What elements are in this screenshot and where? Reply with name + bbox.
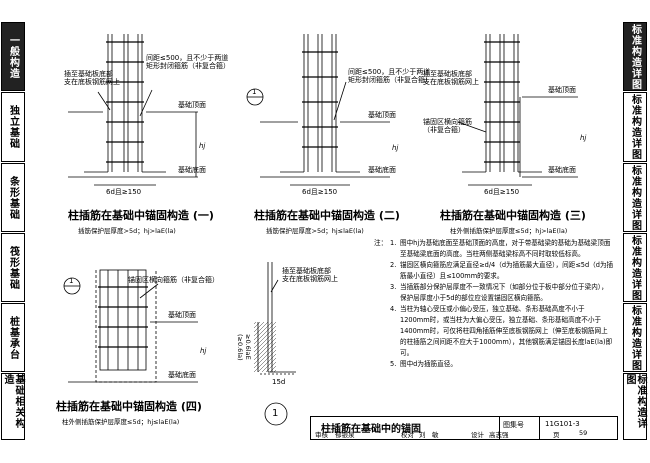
sheet-title: 柱插筋在基础中的锚固 [321,424,421,435]
tab-right-general[interactable]: 标准构造详图 [623,22,647,91]
d3-callout-stirrups: 锚固区横向箍筋 （非复合箍） [423,118,472,134]
tab-strip-foundation[interactable]: 条形基础 [1,163,25,232]
detail2-drawing [260,34,390,186]
d4-dim-a: ≥0.6laE [244,334,252,360]
note-no: 3. [390,283,397,291]
d3-top-label: 基础顶面 [548,86,576,94]
reviewer-name: 郁银泉 [335,431,355,439]
d2-dim: 6d且≥150 [302,188,338,196]
d3-callout-bottom: 插至基础板底部 支在底板钢筋网上 [423,70,479,86]
tab-isolated-foundation[interactable]: 独立基础 [1,92,25,162]
d4-top-label: 基础顶面 [168,311,196,319]
detail-linework [63,34,578,426]
page-number: 59 [579,429,588,437]
tab-pile-cap[interactable]: 桩基承台 [1,303,25,372]
d1-bottom-label: 基础底面 [178,166,206,174]
tab-right-raft[interactable]: 标准构造详图 [623,233,647,302]
left-tab-column: 一般构造 独立基础 条形基础 筏形基础 桩基承台 基础相关构造 [1,22,27,440]
check-label: 校对 [401,431,414,439]
d1-callout-stirrups: 间距≤500，且不少于两道 矩形封闭箍筋（非复合箍） [146,54,230,70]
review-label: 审核 [315,431,328,439]
d2-top-label: 基础顶面 [368,111,396,119]
d3-bottom-label: 基础底面 [548,166,576,174]
tab-foundation-related[interactable]: 基础相关构造 [1,373,25,440]
d2-bottom-label: 基础底面 [368,166,396,174]
note-no: 5. [390,360,397,368]
d3-dim: 6d且≥150 [484,188,520,196]
d1-callout-bottom: 插至基础板底部 支在底板钢筋网上 [64,70,120,86]
d4-hj: hj [200,347,207,355]
designer-name: 高志强 [489,431,509,439]
d4-subtitle: 柱外侧插筋保护层厚度≤5d；hj≤laE(la) [62,418,180,426]
d2-callout: 间距≤500，且不少于两道 矩形封闭箍筋（非复合箍） [348,68,432,84]
notes-block: 注： 1. 图中hj为基础底面至基础顶面的高度，对于带基础梁的基础为基础梁顶面至… [374,238,614,370]
atlas-number: 11G101-3 [545,420,580,428]
note-item: 2. 锚固区横向箍筋应满足直径≥d/4（d为插筋最大直径），间距≤5d（d为插筋… [374,260,614,282]
tab-right-isolated[interactable]: 标准构造详图 [623,92,647,162]
detail4-drawing [68,269,198,383]
d4-bottom-label: 基础底面 [168,371,196,379]
d3-hj: hj [580,134,587,142]
atlas-label: 图集号 [503,421,524,429]
note-item: 4. 当柱为轴心受压或小偏心受压，独立基础、条形基础高度不小于1200mm时，或… [374,304,614,359]
design-label: 设计 [471,431,484,439]
d2-hj: hj [392,144,399,152]
signature-row: 审核 郁银泉 校对 刘 敏 设计 高志强 页 59 [310,427,618,440]
d4-title: 柱插筋在基础中锚固构造 (四) [56,400,202,413]
right-tab-column: 标准构造详图 标准构造详图 标准构造详图 标准构造详图 标准构造详图 标准构造详… [623,22,649,440]
d1-subtitle: 插筋保护层厚度>5d；hj>laE(la) [78,227,176,235]
d1-hj: hj [199,142,206,150]
note-text: 当柱为轴心受压或小偏心受压，独立基础、条形基础高度不小于1200mm时，或当柱为… [400,305,613,357]
d1-dim: 6d且≥150 [106,188,142,196]
d5-callout: 插至基础板底部 支在底板钢筋网上 [282,267,338,283]
sheet-circle-mark [264,402,288,426]
d4-dim-c: 15d [272,378,286,386]
note-no: 4. [390,305,397,313]
d2-subtitle: 插筋保护层厚度>5d；hj≤laE(la) [266,227,364,235]
note-item: 5. 图中d为插筋直径。 [374,359,614,370]
d1-title: 柱插筋在基础中锚固构造 (一) [68,209,214,222]
tab-general-construction[interactable]: 一般构造 [1,22,25,91]
d3-title: 柱插筋在基础中锚固构造 (三) [440,209,586,222]
sheet-circle-number: 1 [272,408,279,419]
tab-raft-foundation[interactable]: 筏形基础 [1,233,25,302]
note-item: 注： 1. 图中hj为基础底面至基础顶面的高度，对于带基础梁的基础为基础梁顶面至… [374,238,614,260]
detail3-drawing [457,34,578,186]
notes-heading: 注： [374,239,388,247]
detail1-drawing [68,34,198,186]
note-text: 当插筋部分保护层厚度不一致情况下（如部分位于板中部分位于梁内），保护层厚度小于5… [400,283,608,302]
note-text: 图中hj为基础底面至基础顶面的高度，对于带基础梁的基础为基础梁顶面至基础梁底面的… [400,239,611,258]
d3-subtitle: 柱外侧插筋保护层厚度≤5d；hj>laE(la) [450,227,568,235]
note-no: 1. [390,239,397,247]
page-label: 页 [553,431,560,439]
note-text: 锚固区横向箍筋应满足直径≥d/4（d为插筋最大直径），间距≤5d（d为插筋最小直… [400,261,614,280]
tab-right-related[interactable]: 标准构造详图 [623,373,647,440]
drawing-sheet: 插至基础板底部 支在底板钢筋网上 间距≤500，且不少于两道 矩形封闭箍筋（非复… [28,22,621,440]
note-no: 2. [390,261,397,269]
note-item: 3. 当插筋部分保护层厚度不一致情况下（如部分位于板中部分位于梁内），保护层厚度… [374,282,614,304]
tab-right-strip[interactable]: 标准构造详图 [623,163,647,232]
d4-dim-b: (≥0.6la) [236,334,244,361]
checker-name: 刘 敏 [419,431,439,439]
d4-callout: 锚固区横向箍筋（非复合箍） [128,276,219,284]
d4-section-no: 1 [69,277,74,285]
d2-section-no: 1 [252,88,257,96]
d1-top-label: 基础顶面 [178,101,206,109]
tab-right-pile[interactable]: 标准构造详图 [623,303,647,372]
detail5-drawing [254,262,296,375]
note-text: 图中d为插筋直径。 [400,360,457,368]
d2-title: 柱插筋在基础中锚固构造 (二) [254,209,400,222]
